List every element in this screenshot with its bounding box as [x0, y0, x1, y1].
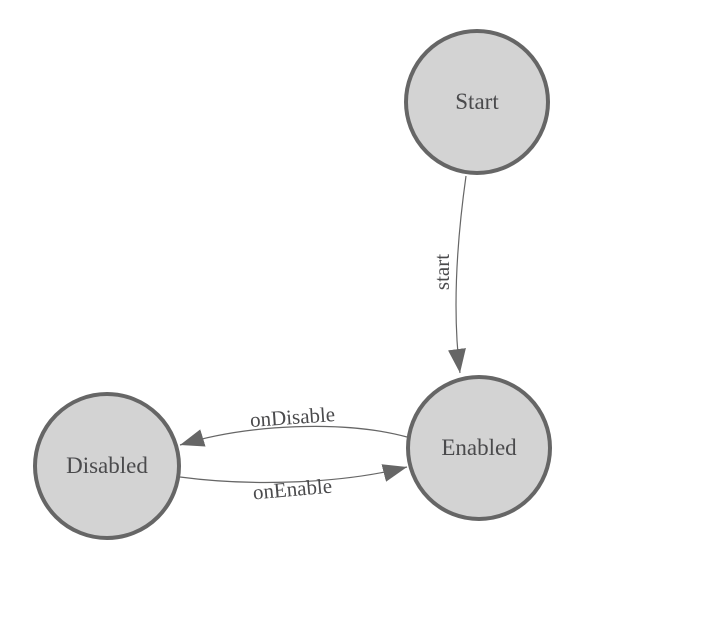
edge-label-onenable: onEnable — [252, 474, 333, 505]
edge-disabled-to-enabled: onEnable — [179, 464, 408, 505]
state-label-disabled: Disabled — [66, 453, 148, 478]
state-circle-enabled — [406, 375, 552, 521]
edge-start-to-enabled: start — [430, 175, 467, 374]
state-node-disabled: Disabled — [33, 392, 181, 540]
state-label-enabled: Enabled — [441, 435, 517, 460]
edge-label-start: start — [430, 254, 454, 290]
edge-line-onenable — [179, 464, 408, 484]
state-label-start: Start — [455, 89, 499, 114]
state-node-start: Start — [404, 29, 550, 175]
edge-line-start — [448, 175, 467, 374]
edge-line-ondisable — [179, 425, 408, 447]
state-circle-disabled — [33, 392, 181, 540]
state-circle-start — [404, 29, 550, 175]
edge-label-ondisable: onDisable — [249, 402, 336, 432]
state-node-enabled: Enabled — [406, 375, 552, 521]
edge-enabled-to-disabled: onDisable — [179, 402, 408, 447]
